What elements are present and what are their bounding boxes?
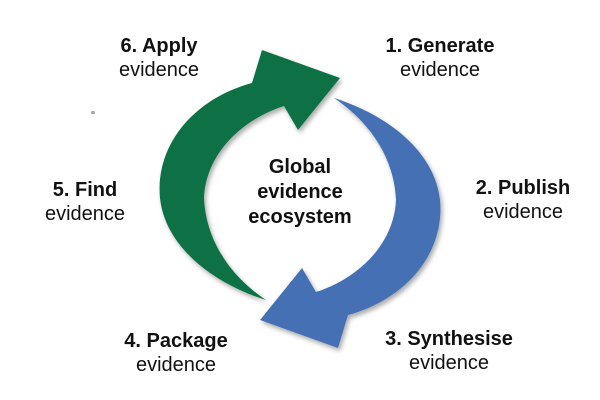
step-subtitle: evidence <box>44 203 126 225</box>
step-subtitle: evidence <box>118 59 200 81</box>
step-title: 1. Generate <box>385 35 495 57</box>
step-title: 5. Find <box>52 179 118 201</box>
step-label-generate: 1. Generate evidence <box>340 34 540 82</box>
step-label-publish: 2. Publish evidence <box>423 176 600 224</box>
step-label-package: 4. Package evidence <box>76 329 276 377</box>
step-label-find: 5. Find evidence <box>0 178 185 226</box>
center-label-line2: evidence <box>257 181 343 203</box>
step-label-apply: 6. Apply evidence <box>59 34 259 82</box>
center-label-line3: ecosystem <box>248 206 352 228</box>
step-subtitle: evidence <box>408 352 490 374</box>
center-label-line1: Global <box>268 156 332 178</box>
step-subtitle: evidence <box>135 354 217 376</box>
step-title: 2. Publish <box>475 177 571 199</box>
center-label: Global evidence ecosystem <box>200 155 400 230</box>
step-label-synthesise: 3. Synthesise evidence <box>349 327 549 375</box>
step-title: 3. Synthesise <box>385 328 513 350</box>
stray-mark <box>91 111 95 114</box>
step-title: 4. Package <box>124 330 228 352</box>
step-subtitle: evidence <box>482 201 564 223</box>
green-cycle-arrow <box>159 50 340 300</box>
step-subtitle: evidence <box>399 59 481 81</box>
blue-cycle-arrow <box>260 98 441 348</box>
step-title: 6. Apply <box>120 35 198 57</box>
